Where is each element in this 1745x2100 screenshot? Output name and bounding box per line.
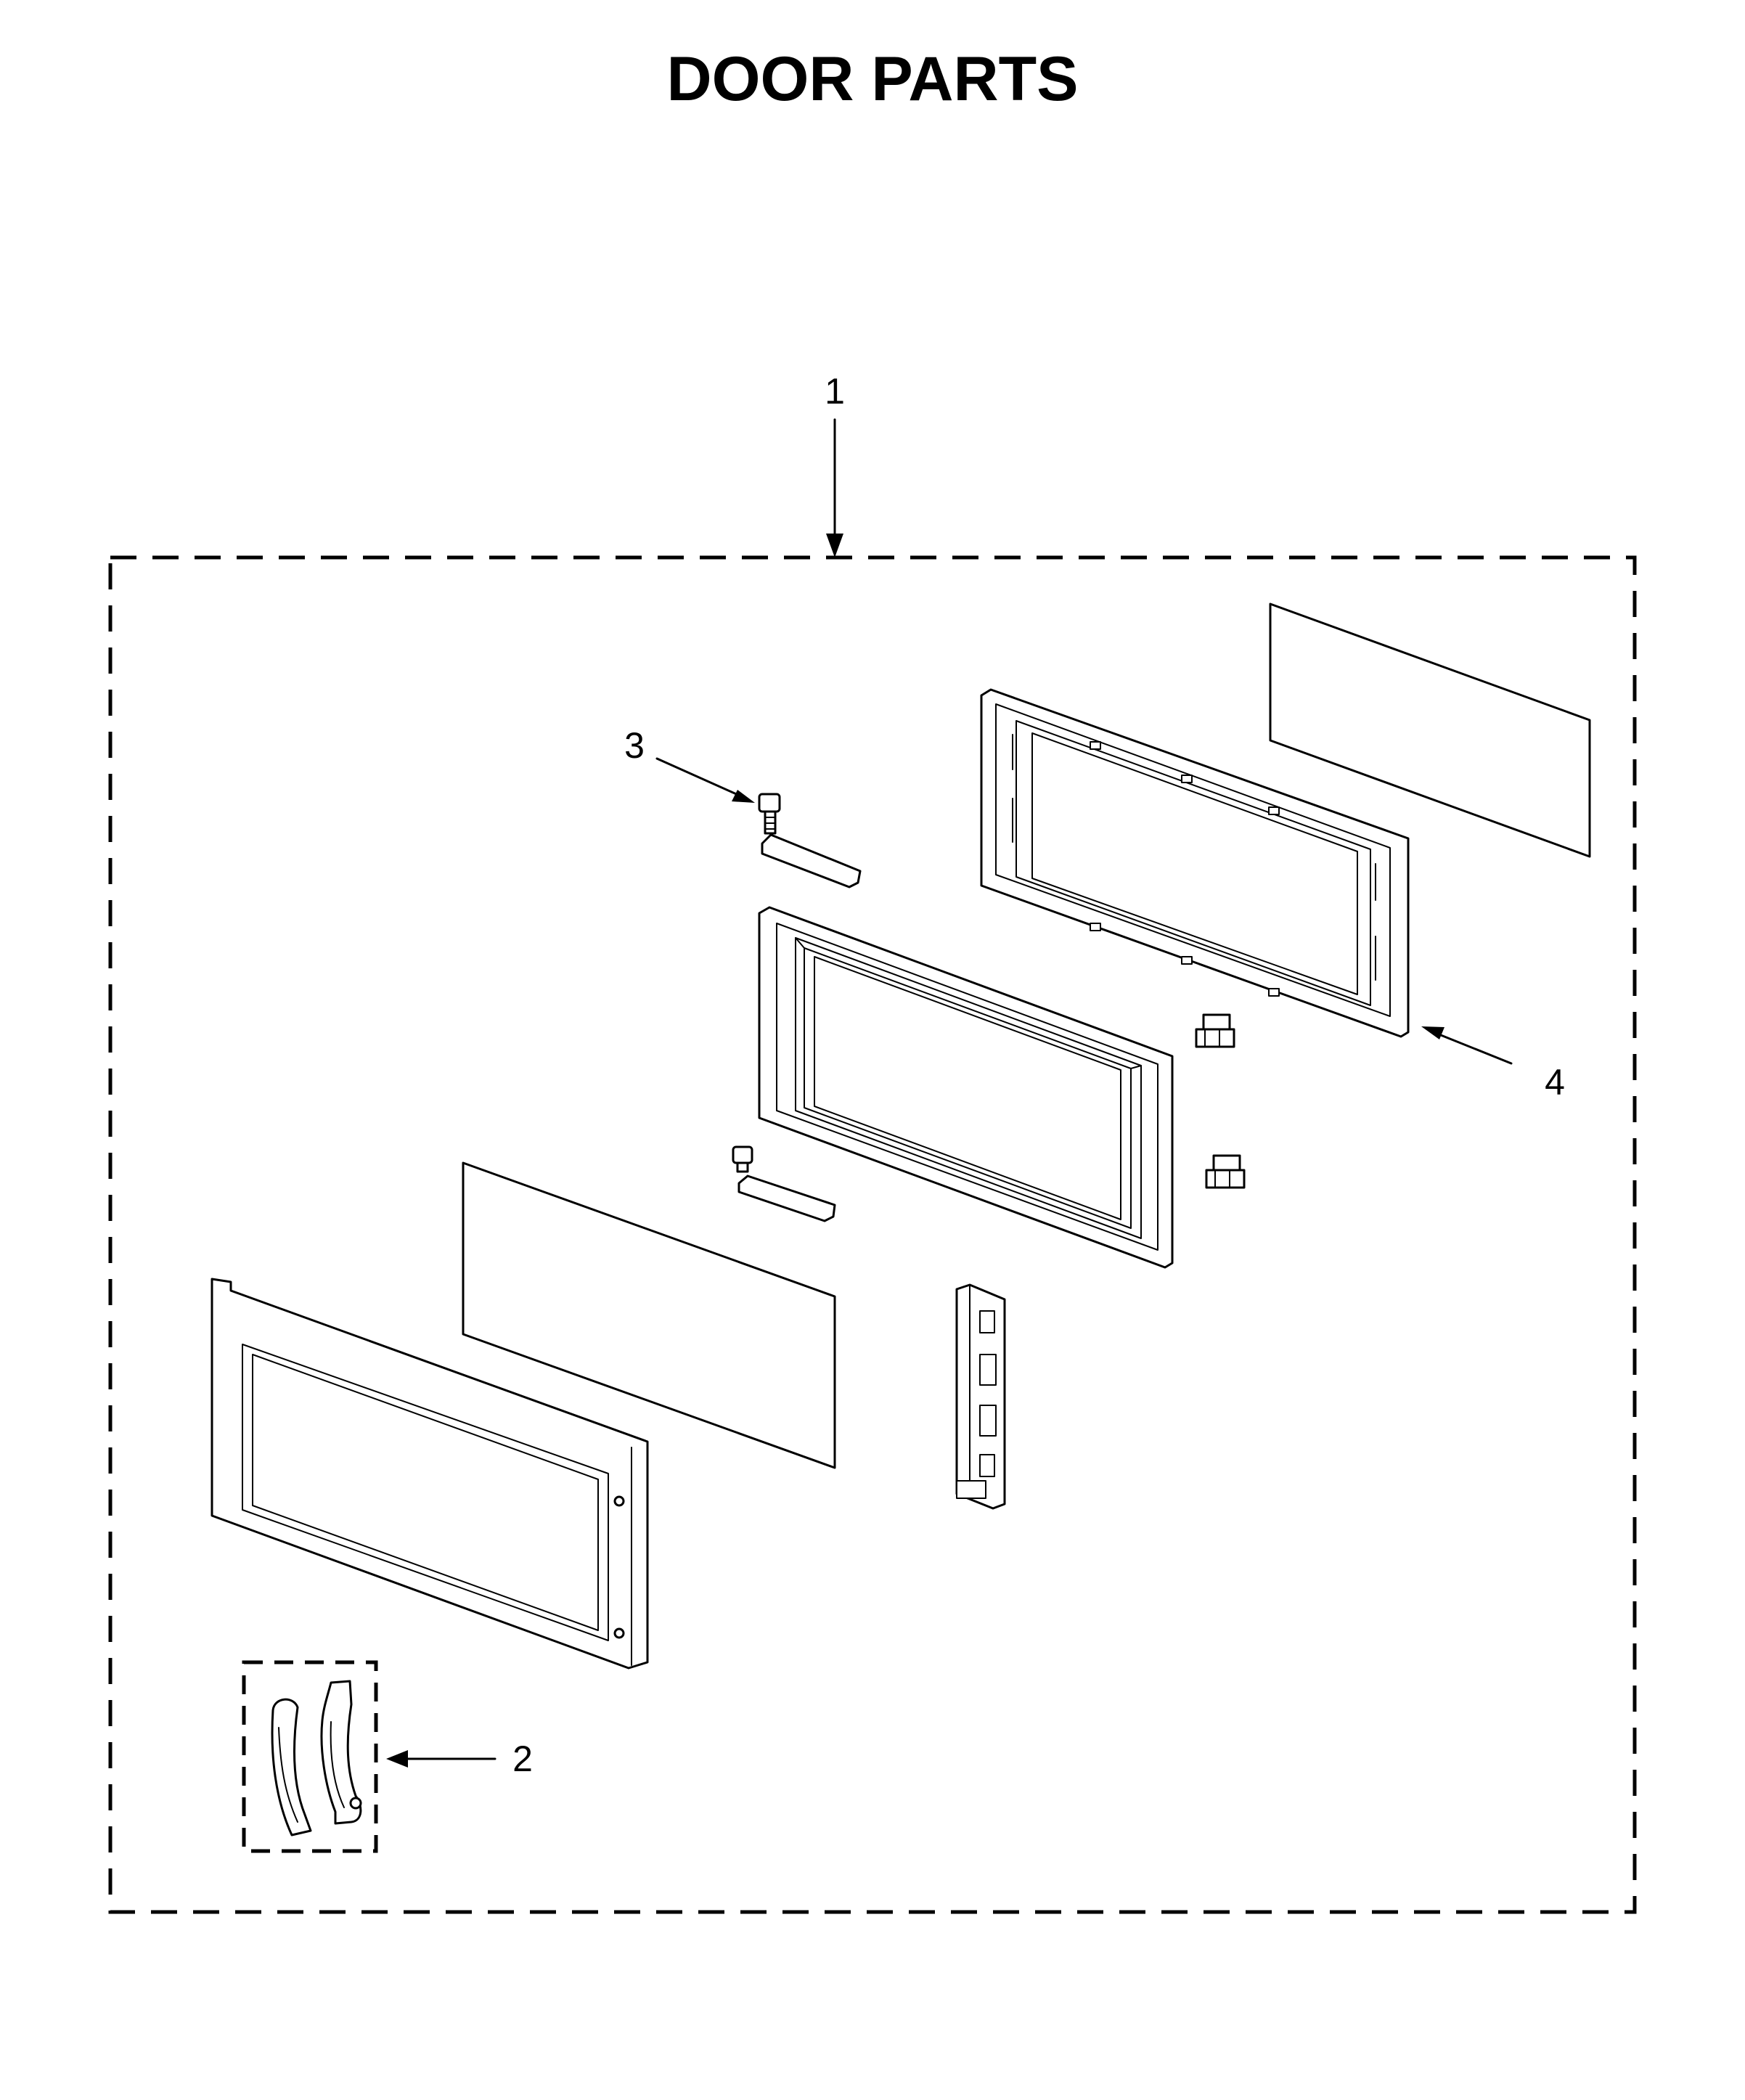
callout-2: 2 <box>386 1739 533 1779</box>
back-glass-panel <box>1269 602 1591 858</box>
page-title: DOOR PARTS <box>667 44 1079 114</box>
callout-1-label: 1 <box>825 371 845 412</box>
callout-3: 3 <box>624 725 755 803</box>
latch-hook-upper <box>1195 1013 1235 1048</box>
front-glass-panel <box>462 1161 836 1469</box>
door-screw-upper <box>758 793 781 835</box>
door-handle-right <box>320 1680 362 1825</box>
callout-1: 1 <box>825 371 845 557</box>
callout-2-label: 2 <box>512 1739 533 1779</box>
handle-kit-boundary <box>242 1660 378 1853</box>
latch-hook-lower <box>1205 1154 1246 1189</box>
hinge-bracket-upper <box>761 833 862 888</box>
door-handle-left <box>271 1698 312 1837</box>
callout-4: 4 <box>1421 1026 1565 1103</box>
hinge-bracket-lower <box>737 1174 836 1222</box>
door-choke-frame <box>980 688 1410 1038</box>
door-assembly-boundary <box>108 555 1637 1914</box>
door-screw-lower <box>732 1145 753 1173</box>
outer-door-panel <box>211 1278 649 1670</box>
inner-door-frame <box>758 906 1174 1269</box>
callout-3-label: 3 <box>624 725 645 766</box>
latch-assembly <box>955 1283 1006 1510</box>
callout-4-label: 4 <box>1545 1062 1565 1103</box>
